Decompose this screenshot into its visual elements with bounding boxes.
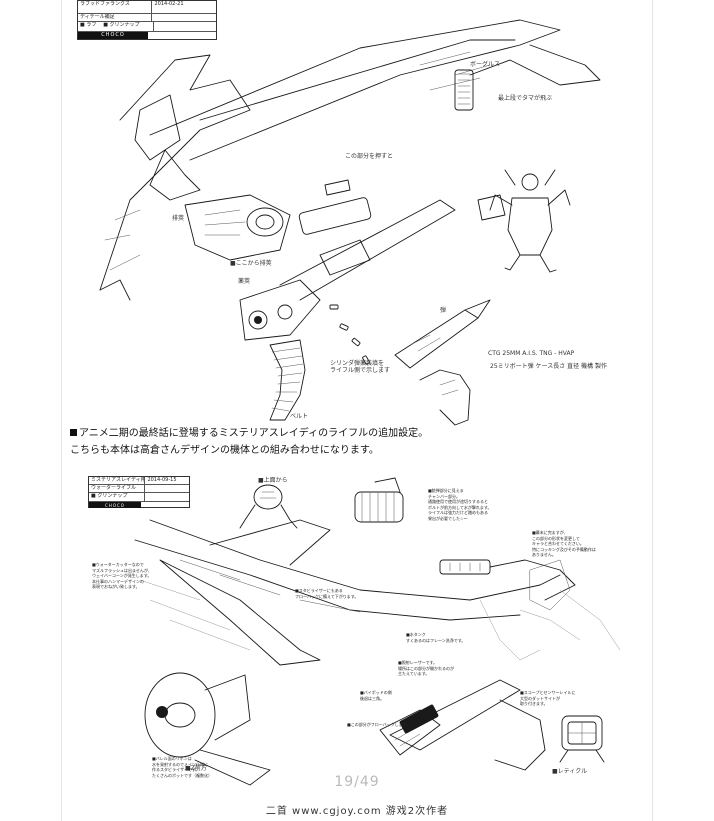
tip-note: 最上段でタマが飛ぶ xyxy=(498,94,552,102)
sheet-title-block-top: ラブッドファランクス 2014-02-21 ディテール補足 ■ ラフ ■ クリン… xyxy=(77,0,217,40)
watermark-text: 二首 www.cgjoy.com 游戏2次作者 xyxy=(265,806,449,817)
sheet2-line2: ウォーターライフル xyxy=(89,485,146,492)
sheet1-check-a: ■ ラフ xyxy=(80,22,97,28)
sheet2-date: 2014-09-15 xyxy=(147,477,177,483)
water-cutter-note: ■ウォーターカッターなので マズルフラッシュは出ませんが、 ウェイバーコーンが発… xyxy=(92,562,152,589)
stabilizer-note: ■スタビライザーにもある フローバックに備えて下がります。 xyxy=(295,588,359,599)
sheet2-line1: ミステリアスレイディ用 xyxy=(91,477,146,484)
haikyo-note: 排莢 xyxy=(172,214,184,222)
document-page xyxy=(62,0,652,821)
meisen-note: 薬莢 xyxy=(238,277,250,285)
sheet1-date: 2014-02-21 xyxy=(154,1,184,7)
sheet1-line2: ディテール補足 xyxy=(78,14,153,21)
tank-note: ■水タンク すくあるのはフレーン洗浄です。 xyxy=(406,632,466,643)
sheet-title-block-bottom: ミステリアスレイディ用 2014-09-15 ウォーターライフル ■ クリンナッ… xyxy=(88,476,190,508)
ammo-label: CTG 25MM A.I.S. TNG - HVAP xyxy=(488,350,575,357)
flowback-note: ■この部分がフローバックします。 xyxy=(347,722,411,727)
reticle-label: ■レティクル xyxy=(552,768,587,775)
bullet-square-icon xyxy=(70,429,77,436)
tama-note: 弾 xyxy=(440,306,446,314)
chamber-note: ■銃弾部分に見える チャンバー部分。 通路使用で使用が途切りするると ボルトが前… xyxy=(428,488,492,521)
sheet2-check-a: ■ クリンナップ xyxy=(89,493,146,501)
beruto-note: ベルト xyxy=(290,413,308,420)
laser-note: ■照射レーザーです。 場所はこの部分が開かれるのが 主たえています。 xyxy=(398,660,454,676)
mid-note: この部分を押すと xyxy=(345,152,393,160)
z-front-label: ■Z前方 xyxy=(185,764,207,772)
bougurusu-note: ボーグルス xyxy=(470,60,500,68)
scope-note: ■スコープとセンサーレイルに 大型のダットサイトが 取り付きます。 xyxy=(520,690,576,706)
caption-line-2: こちらも本体は高倉さんデザインの機体との組み合わせになります。 xyxy=(70,445,379,456)
top-view-label: ■上面から xyxy=(258,476,288,484)
barrel-note: ■バレル面のリボンは 水を発射するのでメイツ仕様に 作るスタビライザーです。 た… xyxy=(152,756,212,778)
sheet1-check-b: ■ クリンナップ xyxy=(101,22,155,31)
page-number: 19/49 xyxy=(334,774,380,790)
ammo-note: 25ミリボート弾 ケース長さ 直径 機構 製作 xyxy=(490,362,607,370)
sheet1-line1: ラブッドファランクス xyxy=(80,1,130,7)
top-rifle-sketch: ボーグルス 最上段でタマが飛ぶ この部分を押すと ■ここから排莢 排莢 薬莢 弾… xyxy=(99,19,607,426)
robot-figure xyxy=(477,169,571,273)
bipod-note: ■バイポッドの側 後退は三角。 xyxy=(360,690,392,701)
caption-line-1: アニメ二期の最終話に登場するミステリアスレイディのライフルの追加設定。 xyxy=(70,427,428,441)
shell-note: シリンダ弾薬装填を ライフル側で示します xyxy=(330,359,390,374)
kokokara-note: ■ここから排莢 xyxy=(230,259,272,267)
bottom-rifle-sketch: ■上面から ■レティクル ■Z前方 xyxy=(134,476,621,786)
sheet2-brand-logo: CHOCO xyxy=(89,502,141,508)
right-note: ■幕末に完ますが、 この部分の形状を変更して キャラと合わせてください。 特にコ… xyxy=(532,530,596,557)
sheet1-brand-logo: CHOCO xyxy=(78,32,148,39)
